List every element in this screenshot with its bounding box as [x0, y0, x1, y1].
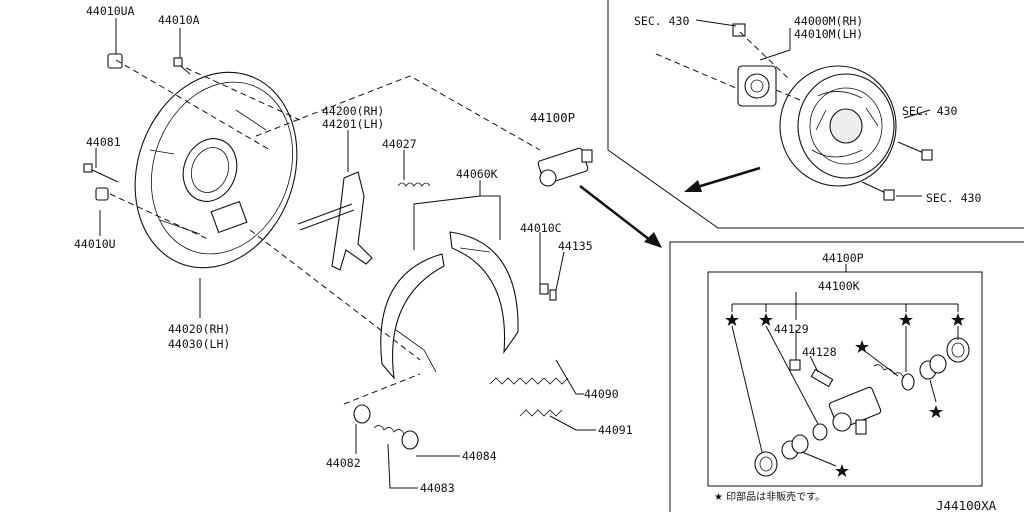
label-44010c: 44010C [520, 221, 562, 235]
star-icon [725, 313, 965, 477]
label-44010a: 44010A [158, 13, 200, 27]
label-44100p-main: 44100P [530, 110, 575, 125]
reference-code: J44100XA [936, 498, 997, 512]
label-44060k: 44060K [456, 167, 498, 181]
label-44090: 44090 [584, 387, 619, 401]
seal-icon [812, 364, 915, 441]
label-sec430-top: SEC. 430 [634, 14, 689, 28]
bolt-icon [83, 57, 191, 183]
label-44082: 44082 [326, 456, 361, 470]
label-44020: 44020(RH) [168, 322, 230, 336]
label-44091: 44091 [598, 423, 633, 437]
label-44128: 44128 [802, 345, 837, 359]
label-44081: 44081 [86, 135, 121, 149]
label-sec430-mid: SEC. 430 [902, 104, 957, 118]
brake-shoe-icon [380, 231, 519, 380]
label-44100k: 44100K [818, 279, 860, 293]
label-44200: 44200(RH) [322, 104, 384, 118]
note-text: ★ 印部品は非販売です。 [714, 490, 825, 503]
label-44084: 44084 [462, 449, 497, 463]
label-44010ua: 44010UA [86, 4, 135, 18]
detail-inset: 44100P 44100K 44129 44128 ★ 印部品は非販売です。 [669, 241, 1024, 512]
lever-icon [297, 171, 373, 271]
label-44000m: 44000M(RH) [794, 14, 863, 28]
backing-plate-icon [134, 71, 298, 269]
piston-icon [781, 354, 947, 460]
label-44027: 44027 [382, 137, 417, 151]
label-sec430-bottom: SEC. 430 [926, 191, 981, 205]
label-44083: 44083 [420, 481, 455, 495]
label-44129: 44129 [774, 322, 809, 336]
clip-icon [539, 283, 557, 301]
nut-icon [95, 53, 123, 201]
spring-icon [373, 182, 569, 435]
bolt-icon [861, 141, 933, 201]
label-44201: 44201(LH) [322, 117, 384, 131]
label-44010u: 44010U [74, 237, 116, 251]
bleeder-icon [789, 359, 834, 388]
brake-assembly-icon [779, 65, 897, 187]
dust-boot-icon [754, 337, 970, 477]
label-44100p-detail: 44100P [822, 251, 864, 265]
wheel-cylinder-icon [537, 147, 593, 187]
hub-flange-icon [732, 23, 777, 107]
arrow-icon [684, 180, 702, 192]
label-44010m: 44010M(LH) [794, 27, 863, 41]
label-44135: 44135 [558, 239, 593, 253]
label-44030: 44030(LH) [168, 337, 230, 351]
washer-icon [353, 404, 419, 450]
overview-inset: SEC. 430 44000M(RH) 44010M(LH) SEC. 430 … [607, 0, 1024, 229]
wheel-cylinder-icon [828, 386, 882, 435]
arrow-icon [644, 232, 662, 248]
main-view: 44010UA 44010A 44081 44010U 44020(RH) 44… [74, 4, 662, 495]
